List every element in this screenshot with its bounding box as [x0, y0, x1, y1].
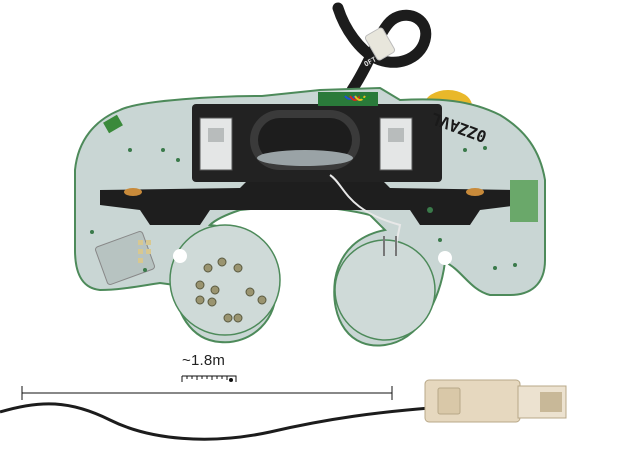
ruler-icon: [181, 375, 237, 382]
circuit-board: [74, 86, 546, 347]
cable-bottom: [0, 402, 431, 441]
scale-bar: [21, 386, 393, 400]
scale-label: ~1.8m: [182, 352, 226, 369]
cable-tie: [364, 27, 396, 61]
cable-plug: [424, 379, 567, 423]
